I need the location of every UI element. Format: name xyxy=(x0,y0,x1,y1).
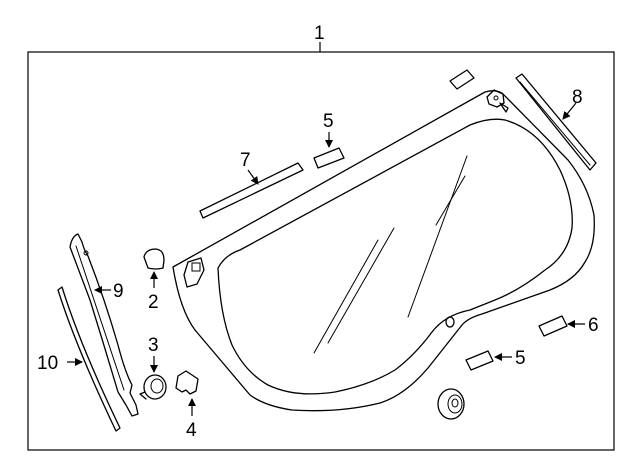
callout-6: 6 xyxy=(588,315,599,336)
back-glass xyxy=(172,89,595,412)
upper-pad xyxy=(449,69,475,90)
molding-8 xyxy=(515,73,597,171)
callout-4: 4 xyxy=(186,420,197,441)
side-molding-9 xyxy=(69,233,139,417)
callout-5-upper: 5 xyxy=(323,111,334,132)
molding-7 xyxy=(199,162,304,219)
callout-10: 10 xyxy=(37,353,58,374)
pad-5-lower xyxy=(465,350,494,371)
cap-2 xyxy=(143,248,165,270)
strip-10 xyxy=(57,286,121,432)
callout-7-leader xyxy=(247,169,259,185)
pad-6 xyxy=(538,315,568,337)
callout-8: 8 xyxy=(572,87,583,108)
clip-4 xyxy=(175,370,199,395)
grommet-3 xyxy=(139,374,167,400)
pad-5-upper xyxy=(313,147,345,169)
callout-3: 3 xyxy=(148,335,159,356)
callout-8-leader xyxy=(562,102,577,120)
callout-2: 2 xyxy=(148,292,159,313)
callout-5-lower: 5 xyxy=(515,348,526,369)
callout-1: 1 xyxy=(314,23,325,44)
callout-9: 9 xyxy=(113,281,124,302)
assembly-frame xyxy=(27,51,615,451)
callout-7: 7 xyxy=(240,150,251,171)
washer xyxy=(437,388,465,420)
